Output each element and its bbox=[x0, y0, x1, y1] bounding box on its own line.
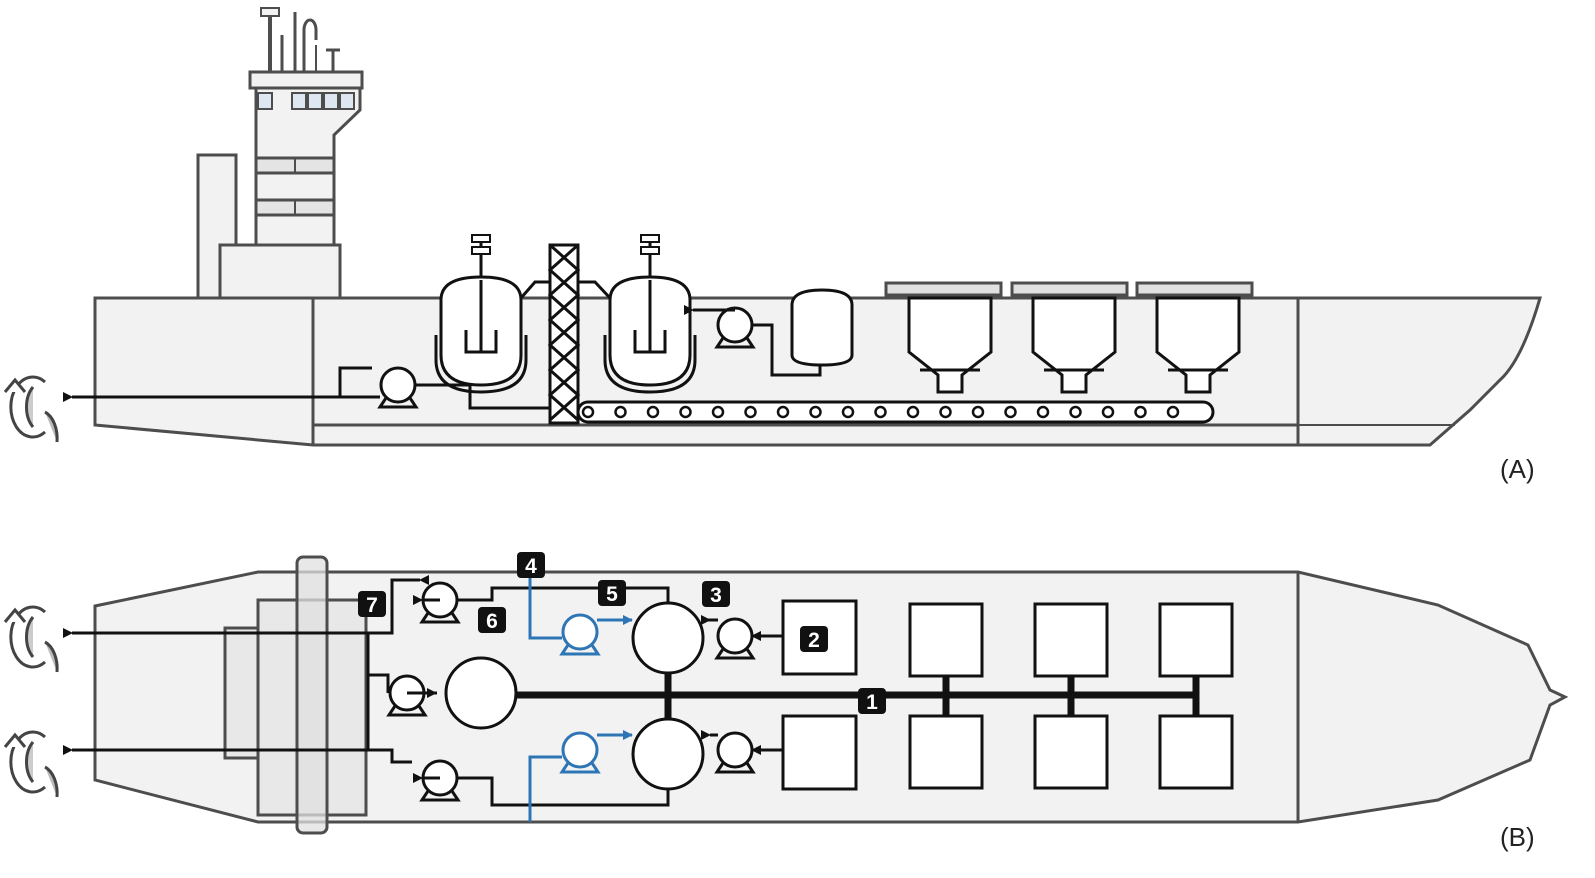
storage-bin bbox=[908, 602, 984, 678]
badge-7: 7 bbox=[358, 591, 386, 617]
reactor-top-lower bbox=[631, 717, 705, 791]
pump-icon bbox=[715, 306, 755, 349]
top-view: 1 2 3 4 5 6 7 (B) bbox=[3, 552, 1569, 852]
pump-icon bbox=[378, 366, 418, 409]
reactor-icon bbox=[603, 234, 697, 394]
storage-bin bbox=[781, 714, 858, 791]
propeller-icon bbox=[3, 375, 59, 444]
panel-label-b: (B) bbox=[1500, 822, 1535, 852]
reactor-icon bbox=[434, 234, 528, 394]
separator-vessel bbox=[444, 656, 518, 730]
funnel-top bbox=[223, 626, 260, 760]
conveyor-roller bbox=[1004, 405, 1017, 419]
badge-3: 3 bbox=[702, 581, 730, 607]
pump-icon bbox=[420, 759, 460, 802]
propeller-icon bbox=[3, 605, 59, 674]
deck-house bbox=[218, 243, 342, 300]
conveyor-roller bbox=[874, 405, 887, 419]
cooling-pump-icon bbox=[560, 613, 600, 656]
conveyor-roller bbox=[1134, 405, 1147, 419]
pump-icon bbox=[715, 731, 755, 774]
pump-icon bbox=[715, 617, 755, 660]
bridge-wing bbox=[295, 555, 329, 835]
storage-bin bbox=[1158, 714, 1234, 790]
svg-text:4: 4 bbox=[525, 555, 537, 578]
storage-bin bbox=[1033, 602, 1109, 678]
hopper-group bbox=[884, 281, 1254, 394]
badge-4: 4 bbox=[517, 552, 545, 578]
conveyor-roller bbox=[1036, 405, 1050, 419]
pump-icon bbox=[387, 674, 427, 717]
conveyor-roller bbox=[1101, 405, 1115, 419]
masts bbox=[260, 7, 340, 72]
conveyor-roller bbox=[581, 405, 595, 419]
conveyor-roller bbox=[809, 405, 822, 419]
svg-text:7: 7 bbox=[366, 594, 378, 617]
svg-text:6: 6 bbox=[486, 610, 498, 633]
conveyor-roller bbox=[776, 405, 790, 419]
svg-text:5: 5 bbox=[606, 583, 618, 606]
bridge-windows bbox=[257, 92, 355, 110]
conveyor-roller bbox=[939, 405, 952, 419]
conveyor-icon bbox=[576, 400, 1215, 424]
conveyor-roller bbox=[744, 405, 757, 419]
conveyor-roller bbox=[1166, 405, 1180, 419]
conveyor-roller bbox=[906, 405, 920, 419]
badge-6: 6 bbox=[478, 607, 506, 633]
conveyor-roller bbox=[971, 405, 985, 419]
conveyor-roller bbox=[679, 405, 692, 419]
hopper-icon bbox=[1010, 281, 1129, 394]
pump-icon bbox=[420, 581, 460, 624]
hopper-icon bbox=[884, 281, 1003, 394]
badge-5: 5 bbox=[598, 580, 626, 606]
reactor-top-upper bbox=[631, 601, 705, 675]
storage-tank bbox=[790, 288, 854, 367]
cooling-pump-icon bbox=[560, 731, 600, 774]
badge-1: 1 bbox=[858, 688, 886, 714]
side-view: (A) bbox=[3, 7, 1542, 484]
propeller-icon bbox=[3, 730, 59, 799]
storage-bin bbox=[1158, 602, 1234, 678]
conveyor-rollers bbox=[581, 405, 1180, 419]
svg-text:3: 3 bbox=[710, 584, 722, 607]
svg-text:1: 1 bbox=[866, 691, 878, 714]
conveyor-roller bbox=[614, 405, 627, 419]
storage-bin bbox=[1033, 714, 1109, 790]
conveyor-roller bbox=[711, 405, 725, 419]
conveyor-roller bbox=[1069, 405, 1082, 419]
svg-text:2: 2 bbox=[808, 629, 820, 652]
conveyor-roller bbox=[646, 405, 660, 419]
panel-label-a: (A) bbox=[1500, 454, 1535, 484]
conveyor-roller bbox=[841, 405, 855, 419]
heat-exchanger-icon bbox=[519, 243, 612, 425]
hopper-icon bbox=[1135, 281, 1254, 394]
badge-2: 2 bbox=[800, 626, 828, 652]
storage-bin bbox=[908, 714, 984, 790]
